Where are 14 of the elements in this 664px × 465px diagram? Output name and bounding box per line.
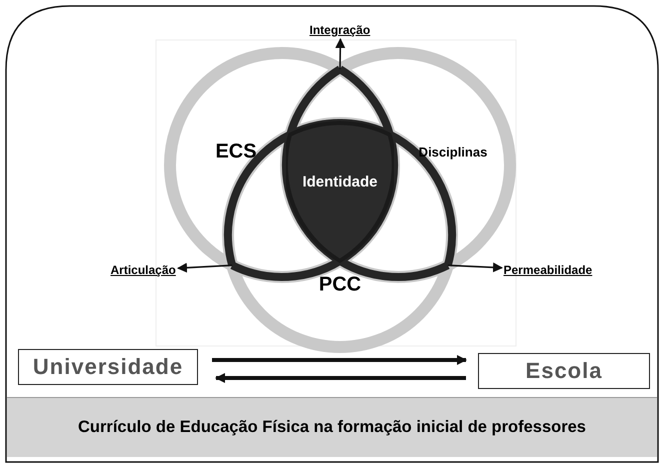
place-box: Universidade — [18, 349, 198, 385]
concept-label: Permeabilidade — [504, 263, 592, 277]
arrow — [215, 373, 466, 383]
arrow — [212, 355, 467, 365]
caption-band: Currículo de Educação Física na formação inicial de professores — [7, 397, 657, 457]
arrow — [177, 262, 232, 273]
concept-label: Integração — [310, 23, 370, 37]
concept-label: Articulação — [110, 263, 176, 277]
circle-label: PCC — [318, 274, 362, 296]
arrow — [448, 262, 503, 272]
arrow — [335, 38, 346, 70]
circle-label: ECS — [215, 140, 257, 164]
region-label: Identidade — [302, 174, 378, 190]
place-box: Escola — [478, 353, 650, 389]
